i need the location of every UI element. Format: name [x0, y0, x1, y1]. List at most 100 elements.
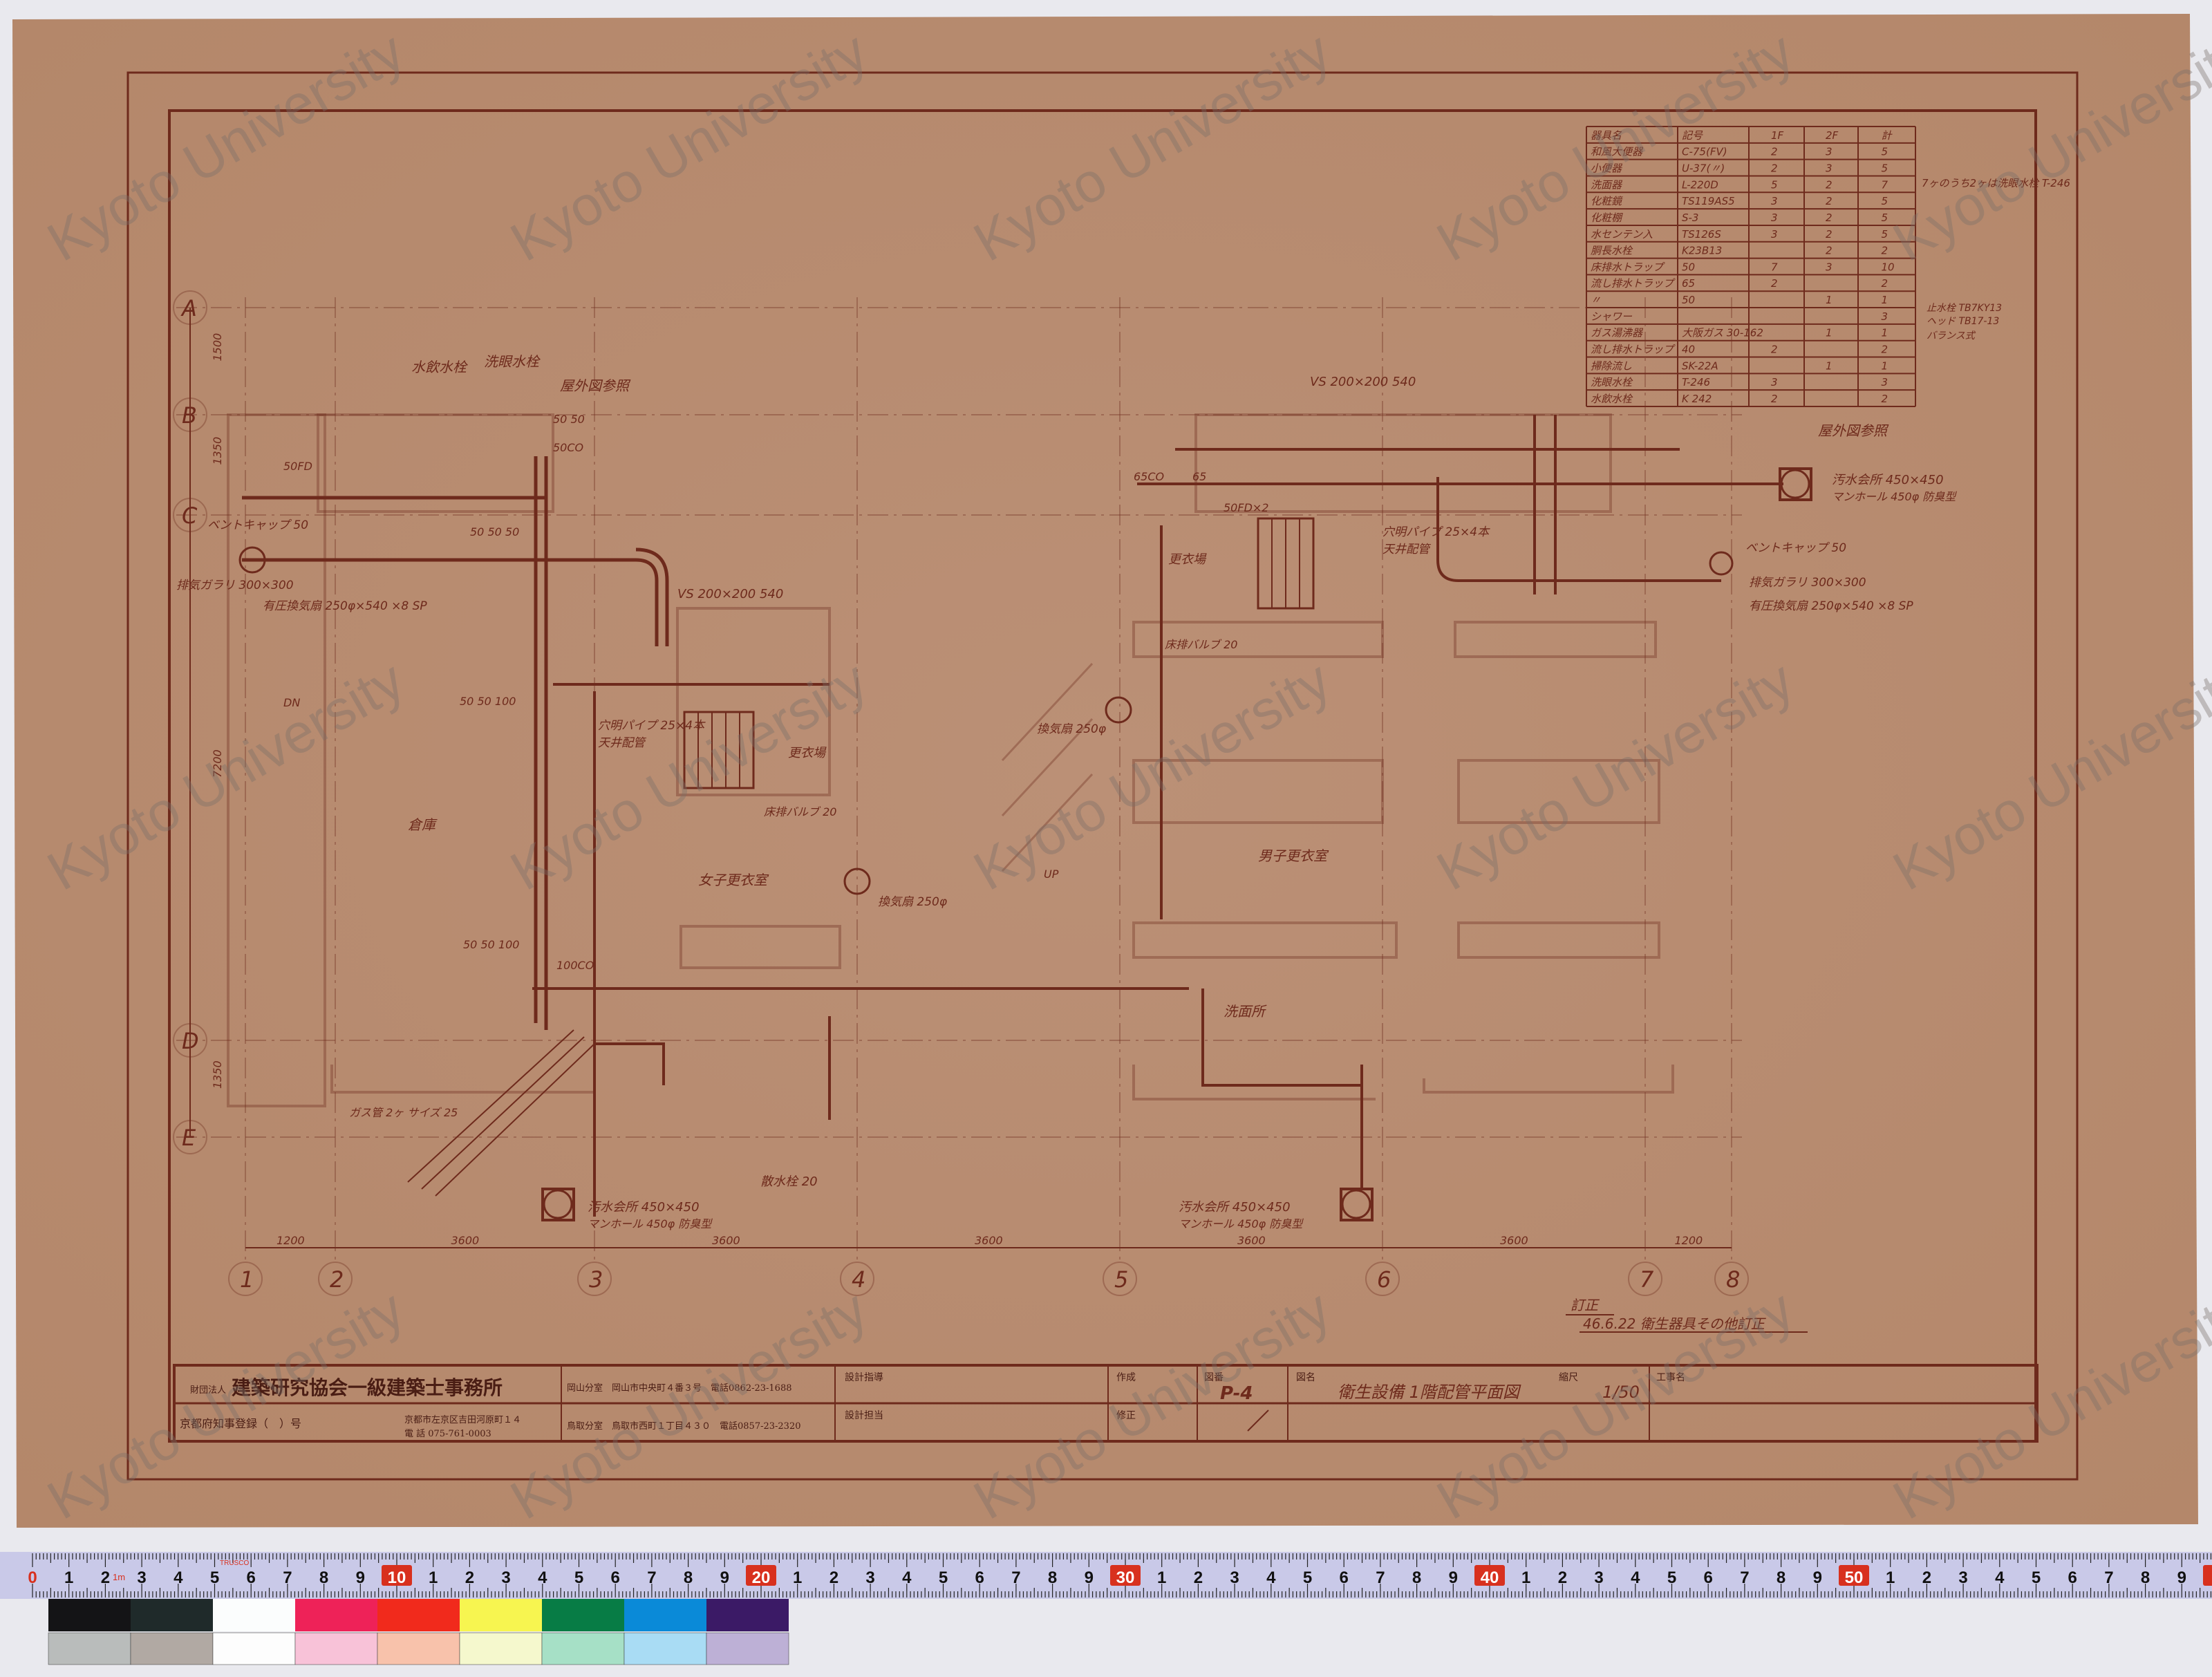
grid-bubble — [1714, 1262, 1749, 1296]
label-exhaust-gallery-left: 排気ガラリ 300×300 — [176, 579, 294, 592]
design-guidance-label: 設計指導 — [845, 1372, 883, 1383]
table-header-cell: 1F — [1771, 129, 1784, 142]
table-cell: 5 — [1882, 195, 1888, 207]
color-swatch — [377, 1632, 460, 1665]
revision-text: 46.6.22 衛生器具その他訂正 — [1583, 1315, 1767, 1332]
dimension-label: 3600 — [1500, 1234, 1528, 1247]
table-cell: 2 — [1882, 393, 1888, 405]
scale-label: 縮尺 — [1559, 1372, 1578, 1383]
ruler-number: 1 — [64, 1568, 73, 1587]
ruler-number: 1 — [1157, 1568, 1166, 1587]
grid-bubble — [1103, 1262, 1137, 1296]
dimension-label: 3600 — [1237, 1234, 1266, 1247]
grid-bubble — [1628, 1262, 1662, 1296]
color-swatch — [294, 1632, 378, 1665]
size-label: 50 50 50 — [470, 525, 519, 538]
table-cell: 2 — [1882, 277, 1888, 290]
label-perforated-pipe-left: 穴明パイプ 25×4本 — [598, 719, 706, 733]
ruler-number: 40 — [1481, 1568, 1499, 1587]
table-header-cell: 2F — [1826, 129, 1839, 142]
scale-value: 1/50 — [1602, 1383, 1640, 1402]
table-cell: 7 — [1882, 178, 1888, 191]
ruler-number: 50 — [1845, 1568, 1864, 1587]
table-cell: 3 — [1771, 228, 1778, 241]
ruler-number: 1 — [793, 1568, 802, 1587]
color-calibration-chart — [48, 1599, 789, 1665]
ruler-number: 8 — [1412, 1568, 1421, 1587]
table-cell: 3 — [1882, 376, 1888, 388]
ruler-number: 3 — [501, 1568, 510, 1587]
grid-bubble — [577, 1262, 612, 1296]
color-swatch — [295, 1599, 377, 1631]
label-perforated-pipe-right: 穴明パイプ 25×4本 — [1382, 525, 1490, 539]
label-floor-valve-left: 床排バルブ 20 — [764, 805, 836, 818]
ruler-number: 5 — [1303, 1568, 1312, 1587]
label-female-locker: 女子更衣室 — [698, 872, 769, 888]
table-cell: 65 — [1682, 277, 1695, 290]
table-cell: 1 — [1826, 327, 1833, 339]
outer-border — [126, 71, 2079, 1481]
ruler-number: 5 — [1667, 1568, 1676, 1587]
ruler-number: 1 — [1521, 1568, 1530, 1587]
size-label: 65CO — [1134, 470, 1164, 483]
ruler-number: 4 — [902, 1568, 912, 1587]
label-eyewash-faucet: 洗眼水栓 — [484, 353, 541, 370]
size-label: 50FD×2 — [1224, 501, 1268, 514]
table-cell: ガス湯沸器 — [1591, 327, 1644, 339]
paper-sheet — [12, 14, 2198, 1528]
color-swatch — [48, 1599, 131, 1631]
side-note: ヘッド TB17-13 — [1927, 316, 1999, 327]
color-swatch — [624, 1632, 707, 1665]
color-swatch — [624, 1599, 706, 1631]
dimension-label: 3600 — [712, 1234, 740, 1247]
dimension-label: 3600 — [451, 1234, 480, 1247]
dimension-label: 1500 — [211, 333, 224, 362]
ruler-unit-mark: 1m — [113, 1572, 125, 1582]
ruler-number: 3 — [1594, 1568, 1603, 1587]
table-cell: 2 — [1826, 195, 1833, 207]
label-see-exterior-right: 屋外図参照 — [1818, 422, 1889, 439]
ruler-number: 5 — [2032, 1568, 2041, 1587]
ruler-number: 1 — [429, 1568, 438, 1587]
table-cell: K 242 — [1682, 393, 1712, 405]
ruler-number: 6 — [975, 1568, 984, 1587]
table-cell: 5 — [1882, 146, 1888, 158]
grid-bubble — [228, 1262, 263, 1296]
size-label: 100CO — [556, 959, 594, 972]
grid-bubble — [1365, 1262, 1400, 1296]
label-watering-faucet: 散水栓 20 — [760, 1174, 818, 1189]
ruler-number: 9 — [1449, 1568, 1458, 1587]
ruler-number: 5 — [939, 1568, 948, 1587]
project-label: 工事名 — [1656, 1372, 1685, 1383]
fixture-side-notes: 7ヶのうち2ヶは洗眼水栓 T-246 止水栓 TB7KY13 ヘッド TB17-… — [1922, 177, 2070, 341]
size-label: 50FD — [283, 460, 312, 473]
floor-plan — [189, 308, 1812, 1248]
table-cell: 1 — [1882, 359, 1888, 372]
table-cell: L-220D — [1682, 178, 1718, 191]
label-pipe-note-left: 天井配管 — [598, 736, 647, 750]
ruler-number: 7 — [283, 1568, 292, 1587]
ruler-number: 2 — [101, 1568, 110, 1587]
label-see-exterior-left: 屋外図参照 — [560, 377, 631, 394]
table-cell: C-75(FV) — [1682, 146, 1727, 158]
table-cell: 5 — [1882, 162, 1888, 174]
color-swatch — [460, 1599, 542, 1631]
table-cell: 1 — [1882, 294, 1888, 306]
table-cell: 2 — [1826, 228, 1833, 241]
table-cell: 1 — [1882, 327, 1888, 339]
table-cell: 化粧鏡 — [1591, 195, 1623, 207]
ruler-number: 8 — [1777, 1568, 1785, 1587]
drawing-title: 衛生設備 1階配管平面図 — [1338, 1383, 1521, 1402]
table-cell: 2 — [1826, 212, 1833, 224]
table-cell: 3 — [1771, 212, 1778, 224]
table-cell: 胴長水栓 — [1591, 245, 1633, 257]
label-pressure-fan-left: 有圧換気扇 250φ×540 ×8 SP — [263, 599, 427, 613]
grid-row-label: B — [182, 402, 197, 429]
color-swatch — [213, 1599, 295, 1631]
table-cell: 7 — [1771, 261, 1778, 273]
label-vs-right: VS 200×200 540 — [1310, 375, 1416, 389]
grid-column-label: 8 — [1726, 1266, 1740, 1293]
grid-row-label: E — [182, 1125, 196, 1151]
